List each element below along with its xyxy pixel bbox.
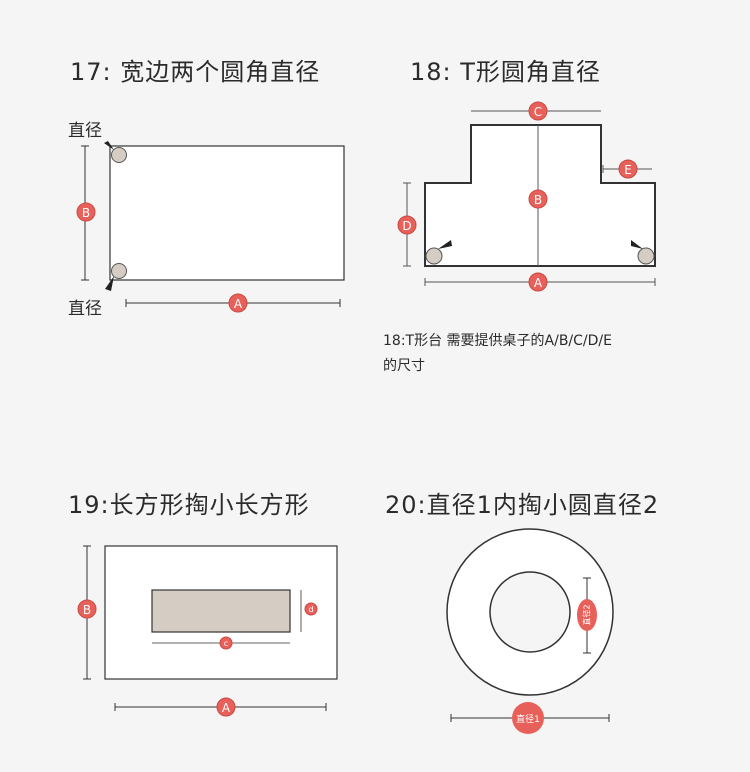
- badge-d: d: [304, 602, 318, 616]
- badge-diameter-2: 直径2: [577, 599, 597, 631]
- svg-text:E: E: [624, 163, 632, 177]
- diagram-18-title: 18: T形圆角直径: [410, 58, 601, 86]
- svg-text:D: D: [402, 219, 411, 233]
- badge-e: E: [618, 159, 638, 179]
- corner-circle-top: [111, 147, 127, 163]
- badge-a: A: [528, 272, 548, 292]
- svg-text:A: A: [534, 276, 543, 290]
- badge-diameter-1: 直径1: [512, 702, 544, 734]
- diagram-20-title: 20:直径1内掏小圆直径2: [385, 491, 660, 519]
- svg-text:直径2: 直径2: [582, 604, 592, 625]
- note-line-2: 的尺寸: [383, 358, 425, 374]
- svg-text:A: A: [222, 701, 231, 715]
- corner-circle-bottom: [111, 263, 127, 279]
- badge-c: c: [219, 636, 233, 650]
- badge-b: B: [77, 599, 97, 619]
- pointer-right: [631, 240, 643, 249]
- badge-d: D: [397, 215, 417, 235]
- svg-text:B: B: [83, 603, 91, 617]
- svg-text:A: A: [234, 297, 243, 311]
- diagram-17: B A: [76, 141, 345, 313]
- diameter-label-top: 直径: [68, 121, 102, 141]
- svg-text:C: C: [534, 105, 542, 119]
- diagram-18: C B E D A: [397, 101, 656, 292]
- wide-rectangle: [109, 145, 345, 281]
- svg-text:直径1: 直径1: [516, 713, 540, 725]
- badge-b: B: [528, 189, 548, 209]
- svg-text:c: c: [224, 639, 228, 648]
- badge-c: C: [528, 101, 548, 121]
- svg-text:B: B: [534, 193, 542, 207]
- badge-b: B: [76, 202, 96, 222]
- corner-circle-right: [637, 247, 655, 265]
- note-line-1: 18:T形台 需要提供桌子的A/B/C/D/E: [383, 333, 612, 349]
- diagram-19-title: 19:长方形掏小长方形: [68, 491, 310, 519]
- pointer-bottom: [105, 276, 114, 291]
- diagram-20: 直径2 直径1: [446, 528, 614, 734]
- svg-text:d: d: [308, 605, 313, 614]
- pointer-top: [104, 141, 114, 150]
- pointer-left: [438, 240, 452, 249]
- diameter-label-bottom: 直径: [68, 299, 102, 319]
- diagram-19: B A c d: [77, 545, 338, 717]
- inner-circle: [489, 571, 571, 653]
- badge-a: A: [228, 293, 248, 313]
- badge-a: A: [216, 697, 236, 717]
- diagram-17-title: 17: 宽边两个圆角直径: [70, 58, 321, 86]
- inner-rectangle-cutout: [151, 589, 291, 633]
- svg-text:B: B: [82, 206, 90, 220]
- corner-circle-left: [425, 247, 443, 265]
